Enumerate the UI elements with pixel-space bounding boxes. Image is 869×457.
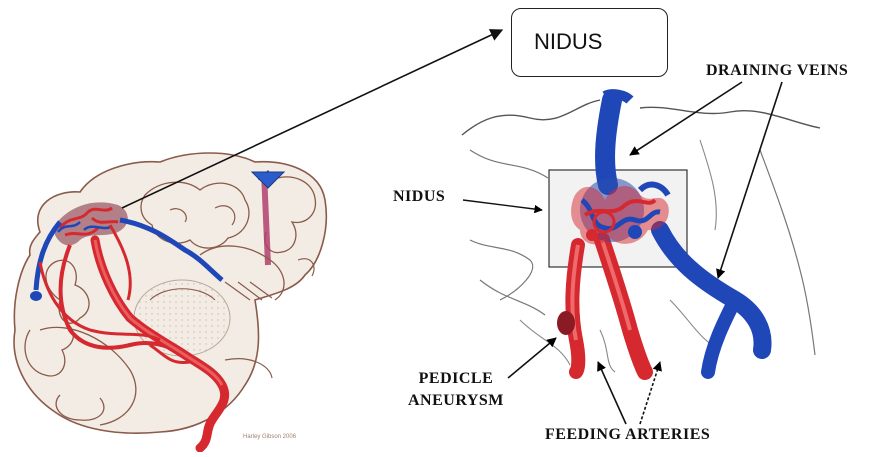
illustration-credit: Harley Gibson 2006 <box>243 434 296 440</box>
draining-vein-right <box>660 230 763 350</box>
pedicle-label-line1: PEDICLE <box>408 368 504 390</box>
arrow-icon <box>598 362 626 424</box>
arrow-icon <box>508 338 556 378</box>
feeding-arteries-label: FEEDING ARTERIES <box>545 426 710 444</box>
draining-veins-label: DRAINING VEINS <box>706 62 848 80</box>
pedicle-label-line2: ANEURYSM <box>408 390 504 412</box>
nidus-callout-box: NIDUS <box>511 8 668 77</box>
draining-vein-top <box>605 100 612 185</box>
nidus-label: NIDUS <box>393 188 445 206</box>
pedicle-aneurysm <box>557 311 575 335</box>
avm-closeup <box>462 82 820 424</box>
arrow-icon <box>463 200 542 210</box>
pedicle-aneurysm-label: PEDICLE ANEURYSM <box>408 368 504 412</box>
nidus-callout-label: NIDUS <box>534 29 602 55</box>
arrow-icon <box>630 82 742 155</box>
brain-cross-section <box>14 153 326 448</box>
